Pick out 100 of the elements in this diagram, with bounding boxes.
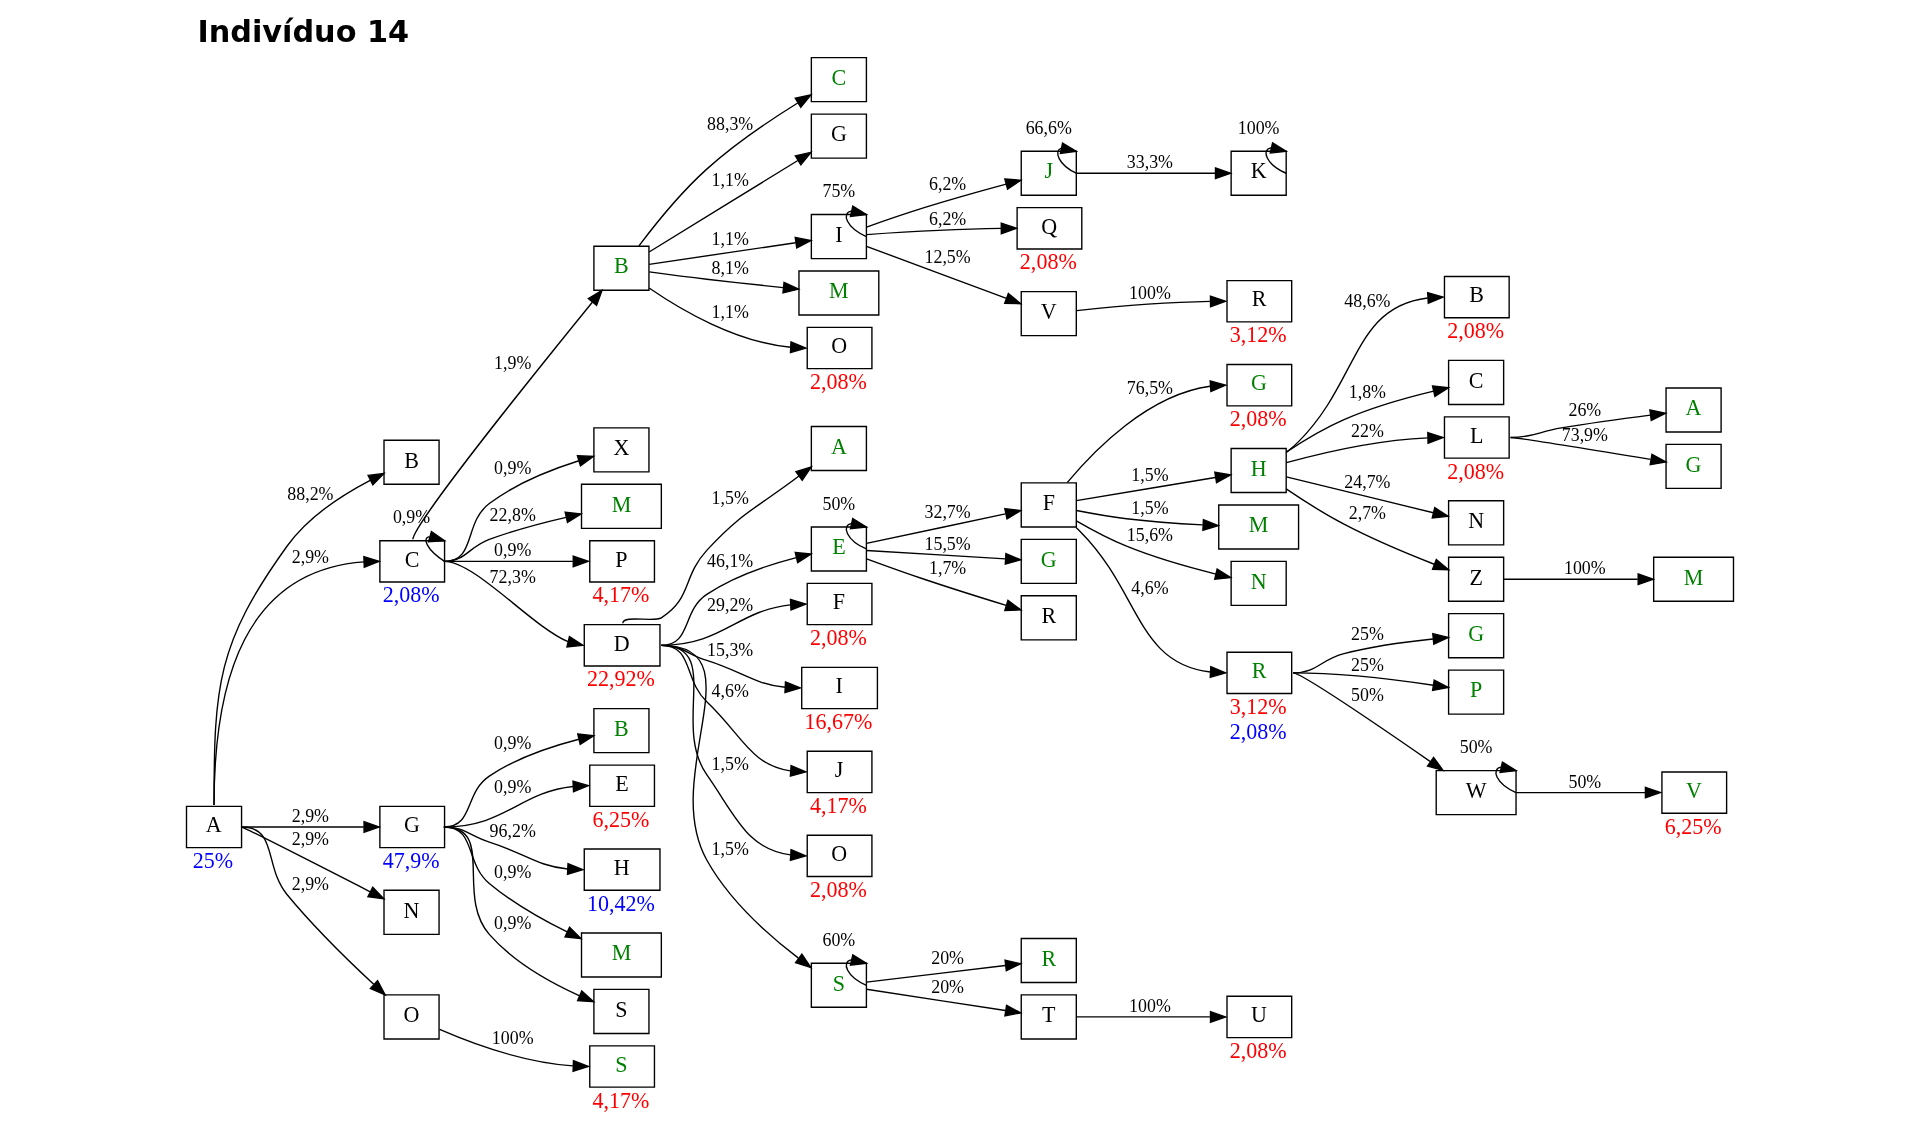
node-label: 2,08%	[1229, 1037, 1287, 1063]
edge-label: 88,3%	[706, 113, 753, 134]
edge-label: 0,9%	[493, 862, 531, 883]
node-box: G	[1020, 538, 1077, 585]
node-label: 25%	[192, 848, 233, 874]
arrow	[647, 236, 813, 265]
arrow	[1075, 509, 1220, 532]
edge-label: 8,1%	[711, 258, 749, 279]
edge-label: 15,5%	[924, 533, 971, 554]
edge-label: 6,2%	[928, 174, 966, 195]
edge-label: 1,5%	[1130, 464, 1169, 485]
edge-label: 50%	[1459, 737, 1492, 758]
arrow	[1291, 672, 1445, 772]
node-label: 10,42%	[586, 890, 655, 916]
edge-label: 29,2%	[706, 595, 753, 616]
edge-label: 50%	[1567, 771, 1601, 792]
edge-label: 100%	[1563, 558, 1606, 579]
node-label: 2,08%	[1446, 318, 1504, 344]
edge-label: 1,1%	[711, 302, 749, 323]
node-box: F	[806, 582, 873, 626]
node-box: R	[1020, 937, 1077, 984]
node-box: N	[1447, 500, 1504, 546]
edge-label: 0,9%	[493, 777, 531, 798]
node-box: D	[583, 624, 661, 667]
edge-label: 100%	[1128, 995, 1171, 1016]
node-box: R	[1225, 279, 1292, 323]
edge-label: 50%	[1350, 684, 1384, 705]
edge-label: 2,9%	[291, 547, 329, 568]
node-label: 2,08%	[809, 625, 867, 651]
arrow	[438, 1028, 590, 1073]
arrow	[647, 287, 808, 354]
arrow	[845, 204, 868, 238]
edge-label: 24,7%	[1343, 471, 1390, 492]
node-label: 2,08%	[1229, 718, 1287, 744]
arrow	[865, 222, 1018, 236]
edge-label: 32,7%	[924, 501, 971, 522]
edge-label: 1,1%	[711, 229, 749, 250]
edge-label: 33,3%	[1126, 152, 1173, 173]
edge-label: 15,6%	[1126, 525, 1173, 546]
edge-label: 2,7%	[1348, 503, 1386, 524]
edge-label: 1,7%	[928, 558, 966, 579]
node-box: S	[588, 1045, 655, 1088]
node-box: E	[588, 764, 655, 808]
arrow	[660, 644, 813, 969]
node-box: G	[1225, 363, 1292, 407]
diagram-title: Indivíduo 14	[197, 13, 409, 49]
node-box: V	[1020, 290, 1077, 337]
arrow	[1264, 141, 1288, 174]
arrow	[212, 472, 386, 806]
node-label: 3,12%	[1229, 322, 1287, 348]
edge-label: 22,8%	[489, 504, 536, 525]
arrow	[1494, 760, 1518, 794]
edge-label: 50%	[822, 493, 855, 514]
arrow	[1075, 1010, 1228, 1024]
edge-label: 2,9%	[291, 829, 329, 850]
node-box: E	[810, 526, 867, 572]
edge-label: 72,3%	[489, 566, 536, 587]
arrow	[845, 517, 868, 550]
node-label: 6,25%	[592, 806, 649, 832]
arrow	[442, 560, 585, 648]
node-box: L	[1443, 416, 1510, 459]
edge-label: 46,1%	[706, 551, 753, 572]
edge-label: 1,5%	[1130, 497, 1169, 518]
edge-label: 1,9%	[493, 353, 531, 374]
node-label: 22,92%	[586, 666, 655, 692]
arrow	[1285, 431, 1445, 464]
arrow	[1075, 520, 1233, 581]
arrow	[1514, 786, 1663, 799]
arrow	[865, 988, 1023, 1017]
node-label: 2,08%	[382, 582, 440, 608]
node-box: G	[378, 805, 445, 849]
edge-label: 48,6%	[1343, 291, 1390, 312]
arrow	[865, 959, 1023, 983]
node-box: M	[580, 483, 662, 530]
node-box: S	[810, 962, 867, 1008]
edge-label: 6,2%	[928, 208, 966, 229]
node-label: 2,08%	[1446, 458, 1504, 484]
node-box: O	[382, 994, 440, 1040]
node-label: 4,17%	[592, 1087, 649, 1113]
node-label: 6,25%	[1664, 813, 1722, 839]
node-label: 2,08%	[809, 876, 867, 902]
arrow	[1075, 295, 1228, 312]
edge-label: 1,5%	[711, 839, 749, 860]
edge-label: 100%	[1237, 117, 1280, 138]
node-box: K	[1229, 150, 1287, 196]
edge-label: 1,5%	[711, 488, 749, 509]
arrow	[240, 826, 387, 997]
arrow	[865, 178, 1023, 228]
node-box: C	[378, 540, 445, 583]
node-box: M	[1652, 556, 1734, 602]
node-label: 4,17%	[809, 792, 867, 818]
node-label: 3,12%	[1229, 693, 1287, 719]
edge-label: 25%	[1350, 654, 1384, 675]
node-box: J	[806, 750, 873, 794]
arrow	[1285, 385, 1451, 453]
arrow	[1285, 488, 1451, 571]
node-box: V	[1660, 771, 1727, 814]
arrow	[411, 288, 603, 541]
node-box: Z	[1447, 556, 1504, 602]
node-box: A	[185, 805, 242, 849]
